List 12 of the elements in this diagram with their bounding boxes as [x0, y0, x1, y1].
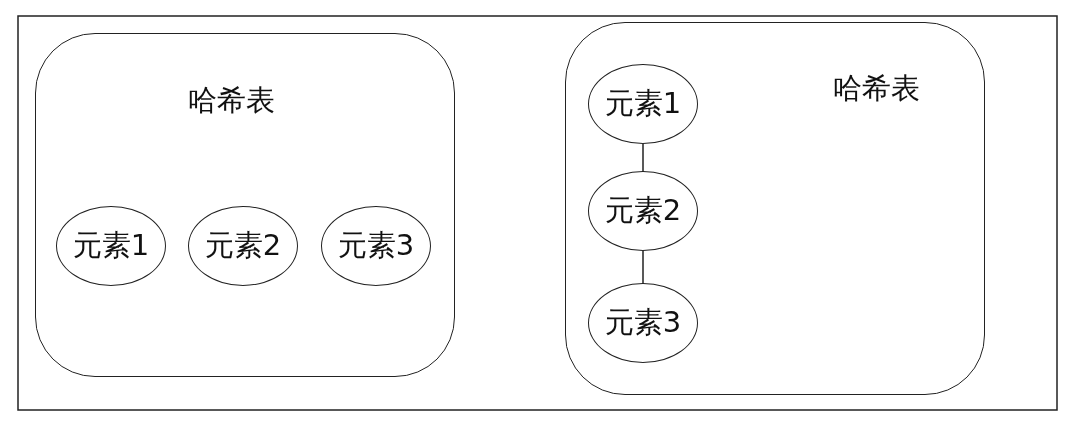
- rounded-container: [565, 22, 985, 395]
- element-label: 元素2: [204, 227, 282, 264]
- connector-line: [642, 250, 644, 284]
- container-title: 哈希表: [187, 82, 275, 119]
- container-title: 哈希表: [832, 70, 920, 107]
- connector-line: [642, 143, 644, 172]
- element-label: 元素3: [604, 304, 682, 341]
- rounded-container: [35, 33, 455, 377]
- element-label: 元素1: [604, 85, 682, 122]
- element-label: 元素1: [72, 227, 150, 264]
- element-label: 元素3: [337, 227, 415, 264]
- element-label: 元素2: [604, 192, 682, 229]
